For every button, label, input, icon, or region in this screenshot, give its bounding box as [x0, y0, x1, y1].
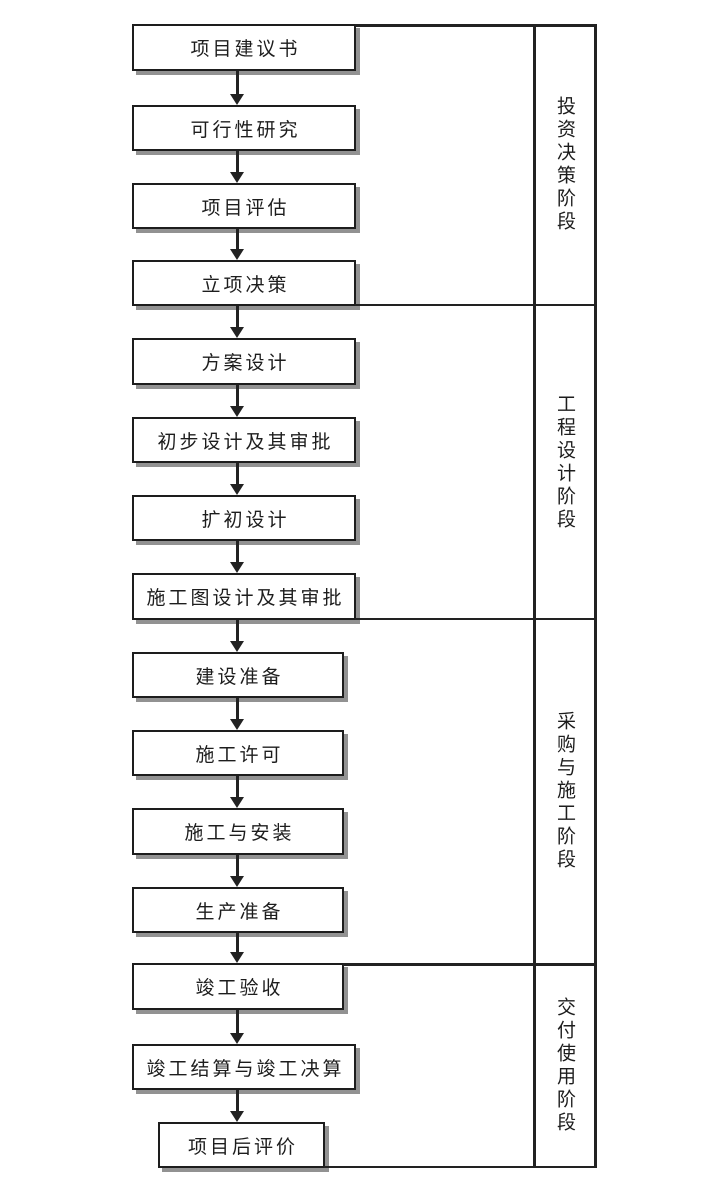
arrow-shaft: [236, 463, 239, 486]
box-construction-and-installation: 施工与安装: [132, 808, 344, 855]
box-project-evaluation: 项目评估: [132, 183, 356, 229]
flow-arrow-9: [230, 698, 244, 730]
arrow-head: [230, 797, 244, 808]
arrow-head: [230, 406, 244, 417]
flow-arrow-3: [230, 229, 244, 260]
flow-arrow-8: [230, 620, 244, 652]
phase-label-text: 交付使用阶段: [554, 996, 576, 1135]
arrow-head: [230, 1111, 244, 1122]
arrow-shaft: [236, 1010, 239, 1035]
box-feasibility-study: 可行性研究: [132, 105, 356, 151]
box-preliminary-design-and-approval: 初步设计及其审批: [132, 417, 356, 463]
box-production-preparation: 生产准备: [132, 887, 344, 933]
arrow-head: [230, 94, 244, 105]
arrow-shaft: [236, 385, 239, 408]
phase-label-text: 工程设计阶段: [554, 394, 576, 532]
arrow-shaft: [236, 306, 239, 329]
arrow-head: [230, 952, 244, 963]
phase-label-investment-decision: 投资决策阶段: [535, 24, 594, 306]
phase-boundary-line-top: [355, 24, 596, 27]
box-project-proposal: 项目建议书: [132, 24, 356, 71]
phase-label-engineering-design: 工程设计阶段: [535, 306, 594, 620]
phase-label-procurement-construction: 采购与施工阶段: [535, 620, 594, 963]
arrow-shaft: [236, 698, 239, 721]
box-completion-settlement-and-final-accounts: 竣工结算与竣工决算: [132, 1044, 356, 1090]
box-construction-preparation: 建设准备: [132, 652, 344, 698]
phase-label-text: 投资决策阶段: [554, 96, 576, 234]
phase-boundary-line-1-2: [355, 303, 596, 306]
arrow-shaft: [236, 1090, 239, 1113]
arrow-head: [230, 876, 244, 887]
arrow-head: [230, 1033, 244, 1044]
phase-column-left-line: [533, 24, 536, 1168]
arrow-head: [230, 562, 244, 573]
flow-arrow-1: [230, 71, 244, 105]
flow-arrow-2: [230, 151, 244, 183]
arrow-head: [230, 641, 244, 652]
flow-arrow-6: [230, 463, 244, 495]
flow-arrow-14: [230, 1090, 244, 1122]
arrow-head: [230, 249, 244, 260]
box-project-approval-decision: 立项决策: [132, 260, 356, 306]
arrow-head: [230, 172, 244, 183]
phase-label-text: 采购与施工阶段: [554, 711, 576, 872]
box-expanded-preliminary-design: 扩初设计: [132, 495, 356, 541]
arrow-head: [230, 327, 244, 338]
box-construction-permit: 施工许可: [132, 730, 344, 776]
box-post-project-evaluation: 项目后评价: [158, 1122, 325, 1168]
arrow-shaft: [236, 71, 239, 96]
flow-arrow-5: [230, 385, 244, 417]
box-scheme-design: 方案设计: [132, 338, 356, 385]
box-completion-acceptance: 竣工验收: [132, 963, 344, 1010]
flow-arrow-11: [230, 855, 244, 887]
arrow-shaft: [236, 933, 239, 954]
arrow-head: [230, 719, 244, 730]
flow-arrow-10: [230, 776, 244, 808]
flow-arrow-13: [230, 1010, 244, 1044]
arrow-shaft: [236, 855, 239, 878]
box-construction-drawing-design-and-approval: 施工图设计及其审批: [132, 573, 356, 620]
arrow-shaft: [236, 151, 239, 174]
phase-column-right-line: [594, 24, 597, 1168]
phase-boundary-line-2-3: [355, 617, 596, 620]
phase-boundary-line-3-4: [343, 963, 596, 966]
phase-boundary-line-bottom: [324, 1165, 596, 1168]
flow-arrow-7: [230, 541, 244, 573]
arrow-shaft: [236, 620, 239, 643]
arrow-shaft: [236, 776, 239, 799]
arrow-shaft: [236, 229, 239, 251]
flow-arrow-4: [230, 306, 244, 338]
arrow-head: [230, 484, 244, 495]
arrow-shaft: [236, 541, 239, 564]
phase-label-delivery-use: 交付使用阶段: [535, 963, 594, 1168]
flow-arrow-12: [230, 933, 244, 963]
